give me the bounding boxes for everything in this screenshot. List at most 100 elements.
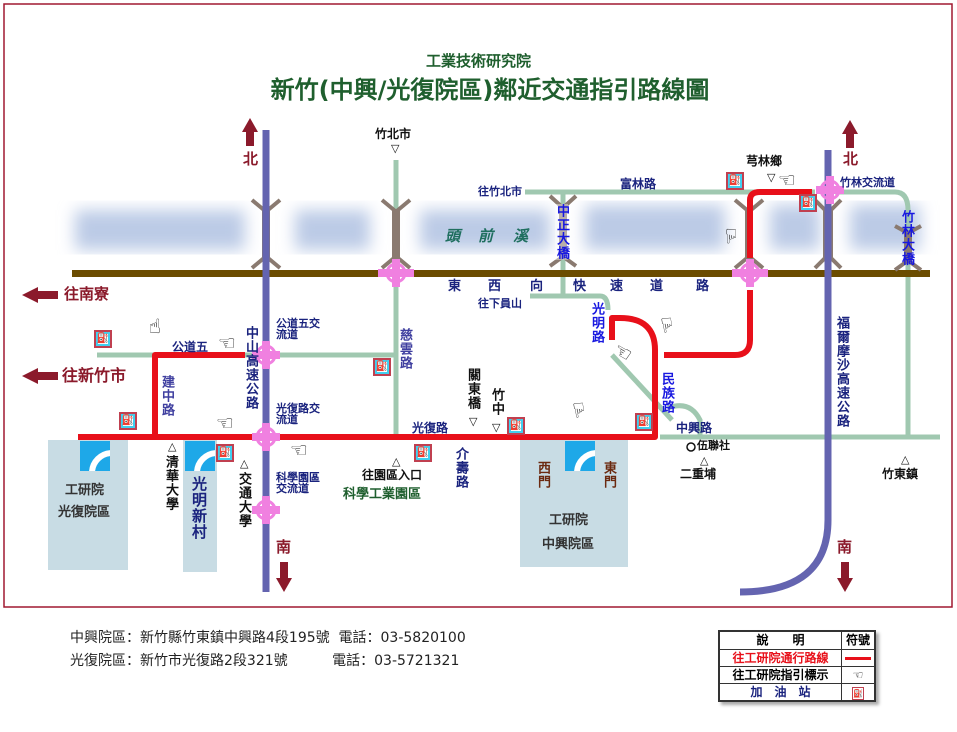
label-expressway: 西: [488, 279, 502, 294]
label-north: 北: [843, 150, 859, 168]
itri-logo-icon: [80, 441, 110, 471]
label-nctu: 交通大學: [236, 472, 251, 528]
label-nthu: 清華大學: [163, 455, 178, 511]
triangle-marker-icon: △: [168, 440, 177, 453]
river: [75, 205, 920, 250]
label-expressway: 速: [610, 279, 624, 294]
label-guangming-rd: 光明路: [589, 302, 604, 344]
label-to-hsinchu: 往新竹市: [62, 366, 127, 385]
label-zhubei-city: 竹北市: [375, 127, 412, 141]
gas-station-icon: ⛽: [216, 444, 234, 462]
label-science-park-ic: 科學園區交流道: [276, 471, 320, 495]
route-to-itri: [78, 189, 812, 440]
label-minzu-rd: 民族路: [659, 372, 674, 414]
pointing-hand-icon: ☜: [718, 227, 743, 245]
gas-station-icon: ⛽: [726, 172, 744, 190]
label-erchongpu: 二重埔: [680, 467, 717, 481]
gas-station-icon: ⛽: [799, 194, 817, 212]
label-itri-zhongxing-2: 中興院區: [542, 537, 595, 552]
gas-station-icon: ⛽: [414, 444, 432, 462]
label-jianzhong-rd: 建中路: [159, 375, 174, 417]
label-expressway: 東: [448, 279, 462, 294]
label-east-gate: 東門: [601, 461, 616, 489]
label-river-3: 溪: [513, 227, 529, 245]
label-south: 南: [276, 538, 292, 556]
legend: 說 明符號 往工研院通行路線 往工研院指引標示 ☜ 加 油 站 ⛽: [718, 630, 876, 702]
label-jieshou-rd: 介壽路: [453, 447, 468, 489]
label-zhulin-bridge: 竹林大橋: [899, 210, 914, 266]
route-line-icon: [842, 650, 874, 666]
label-clinic: 伍聯社: [697, 439, 730, 452]
gas-station-icon: ⛽: [852, 687, 864, 700]
triangle-marker-icon: △: [901, 453, 910, 466]
label-river-2: 前: [478, 227, 494, 245]
interchanges: [252, 176, 844, 524]
address-zhongxing: 中興院區：新竹縣竹東鎮中興路4段195號 電話：03-5820100: [70, 630, 466, 646]
label-expressway: 快: [573, 279, 587, 294]
expressway: [72, 270, 930, 277]
label-north: 北: [243, 150, 259, 168]
label-to-park-entrance: 往園區入口: [362, 468, 423, 482]
gas-station-icon: ⛽: [94, 330, 112, 348]
org-title: 工業技術研究院: [425, 52, 531, 70]
label-itri-guangfu-2: 光復院區: [58, 505, 111, 520]
label-qionglin: 芎林鄉: [746, 154, 783, 168]
label-zhulin-ic: 竹林交流道: [840, 176, 895, 189]
label-to-zhubei: 往竹北市: [478, 185, 522, 198]
label-gongdaowu-ic: 公道五交流道: [276, 317, 320, 341]
label-zhuzhong: 竹中: [489, 388, 504, 416]
label-to-nanliao: 往南寮: [64, 285, 110, 303]
clinic-marker: [686, 442, 696, 452]
map-frame: [3, 3, 953, 608]
label-expressway: 道: [650, 279, 664, 294]
legend-header-symbol: 符號: [845, 633, 870, 647]
pointing-hand-icon: ☜: [218, 331, 236, 355]
triangle-marker-icon: △: [700, 454, 709, 467]
map-title: 新竹(中興/光復院區)鄰近交通指引路線圖: [270, 76, 710, 104]
triangle-marker-icon: ▽: [391, 142, 400, 155]
label-guangfu-rd: 光復路: [412, 421, 449, 435]
pointing-hand-icon: ☜: [778, 168, 796, 192]
label-zhongxing-rd: 中興路: [676, 421, 713, 435]
gas-station-icon: ⛽: [373, 358, 391, 376]
label-itri-guangfu-1: 工研院: [65, 483, 105, 498]
gas-station-icon: ⛽: [507, 417, 525, 435]
label-science-park: 科學工業園區: [343, 487, 422, 502]
label-west-gate: 西門: [535, 461, 550, 489]
triangle-marker-icon: △: [392, 455, 401, 468]
legend-header-desc: 說 明: [720, 632, 842, 649]
itri-logo-icon: [185, 441, 215, 471]
label-fulin-rd: 富林路: [620, 177, 657, 191]
pointing-hand-icon: ☜: [653, 314, 681, 336]
arrow-west-icon: [22, 287, 58, 303]
pointing-hand-icon: ☜: [852, 668, 864, 682]
gas-station-icon: ⛽: [635, 413, 653, 431]
label-zhudong: 竹東鎮: [882, 467, 919, 481]
label-expressway: 路: [696, 279, 710, 294]
arrow-south-icon: [276, 562, 292, 592]
direction-arrows: [22, 118, 858, 592]
label-south: 南: [837, 538, 853, 556]
arrow-south-icon: [837, 562, 853, 592]
label-gongdaowu: 公道五: [172, 340, 209, 354]
label-guangfu-ic: 光復路交流道: [276, 402, 320, 426]
legend-sign: 往工研院指引標示: [720, 667, 842, 683]
legend-gas: 加 油 站: [720, 684, 842, 700]
label-zhongzheng-bridge: 中正大橋: [554, 204, 569, 260]
triangle-marker-icon: ▽: [492, 421, 501, 434]
label-guangming-village: 光明新村: [190, 476, 208, 540]
pointing-hand-icon: ☜: [290, 438, 308, 462]
label-expressway: 向: [530, 279, 544, 294]
legend-route: 往工研院通行路線: [720, 650, 842, 666]
label-formosa-freeway: 福爾摩沙高速公路: [834, 316, 849, 428]
itri-logo-icon: [565, 441, 595, 471]
formosa-freeway: [739, 150, 832, 596]
triangle-marker-icon: △: [240, 457, 249, 470]
triangle-marker-icon: ▽: [469, 415, 478, 428]
address-guangfu: 光復院區：新竹市光復路2段321號 電話：03-5721321: [70, 653, 460, 669]
pointing-hand-icon: ☜: [142, 317, 167, 335]
label-ciyun-rd: 慈雲路: [397, 328, 412, 370]
label-river-1: 頭: [445, 227, 461, 245]
arrow-west-icon: [22, 368, 58, 384]
